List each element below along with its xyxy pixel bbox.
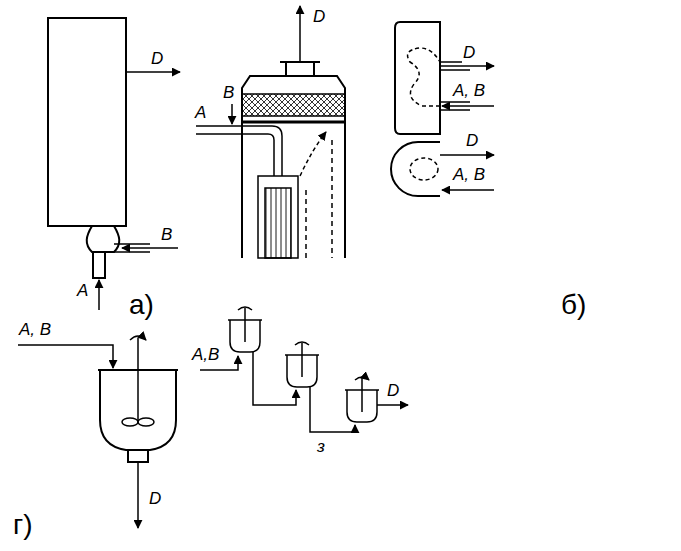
stream-label: з: [316, 438, 326, 457]
tube-furnace: [48, 18, 180, 310]
stream-label: A, B: [452, 82, 486, 101]
stream-label: D: [312, 8, 326, 27]
column-reactor: [196, 6, 345, 258]
tank-cascade: [200, 307, 408, 432]
stream-label: D: [465, 132, 479, 151]
figure-label: г): [12, 510, 34, 541]
stream-label: A, B: [452, 166, 486, 185]
stream-label: B: [160, 226, 173, 245]
stirred-tank: [18, 336, 178, 528]
stream-label: D: [462, 44, 476, 63]
stream-label: D: [150, 50, 164, 69]
stream-label: D: [386, 382, 400, 401]
stream-label: D: [148, 490, 162, 509]
figure-label: б): [560, 290, 587, 321]
stream-label: B: [222, 84, 235, 103]
vortex-reactor: [391, 22, 494, 196]
stream-label: A,B: [191, 346, 220, 365]
stream-label: A: [194, 104, 207, 123]
stream-label: A, B: [18, 321, 52, 340]
stream-label: A: [76, 282, 89, 301]
figure-label: а): [128, 290, 155, 321]
